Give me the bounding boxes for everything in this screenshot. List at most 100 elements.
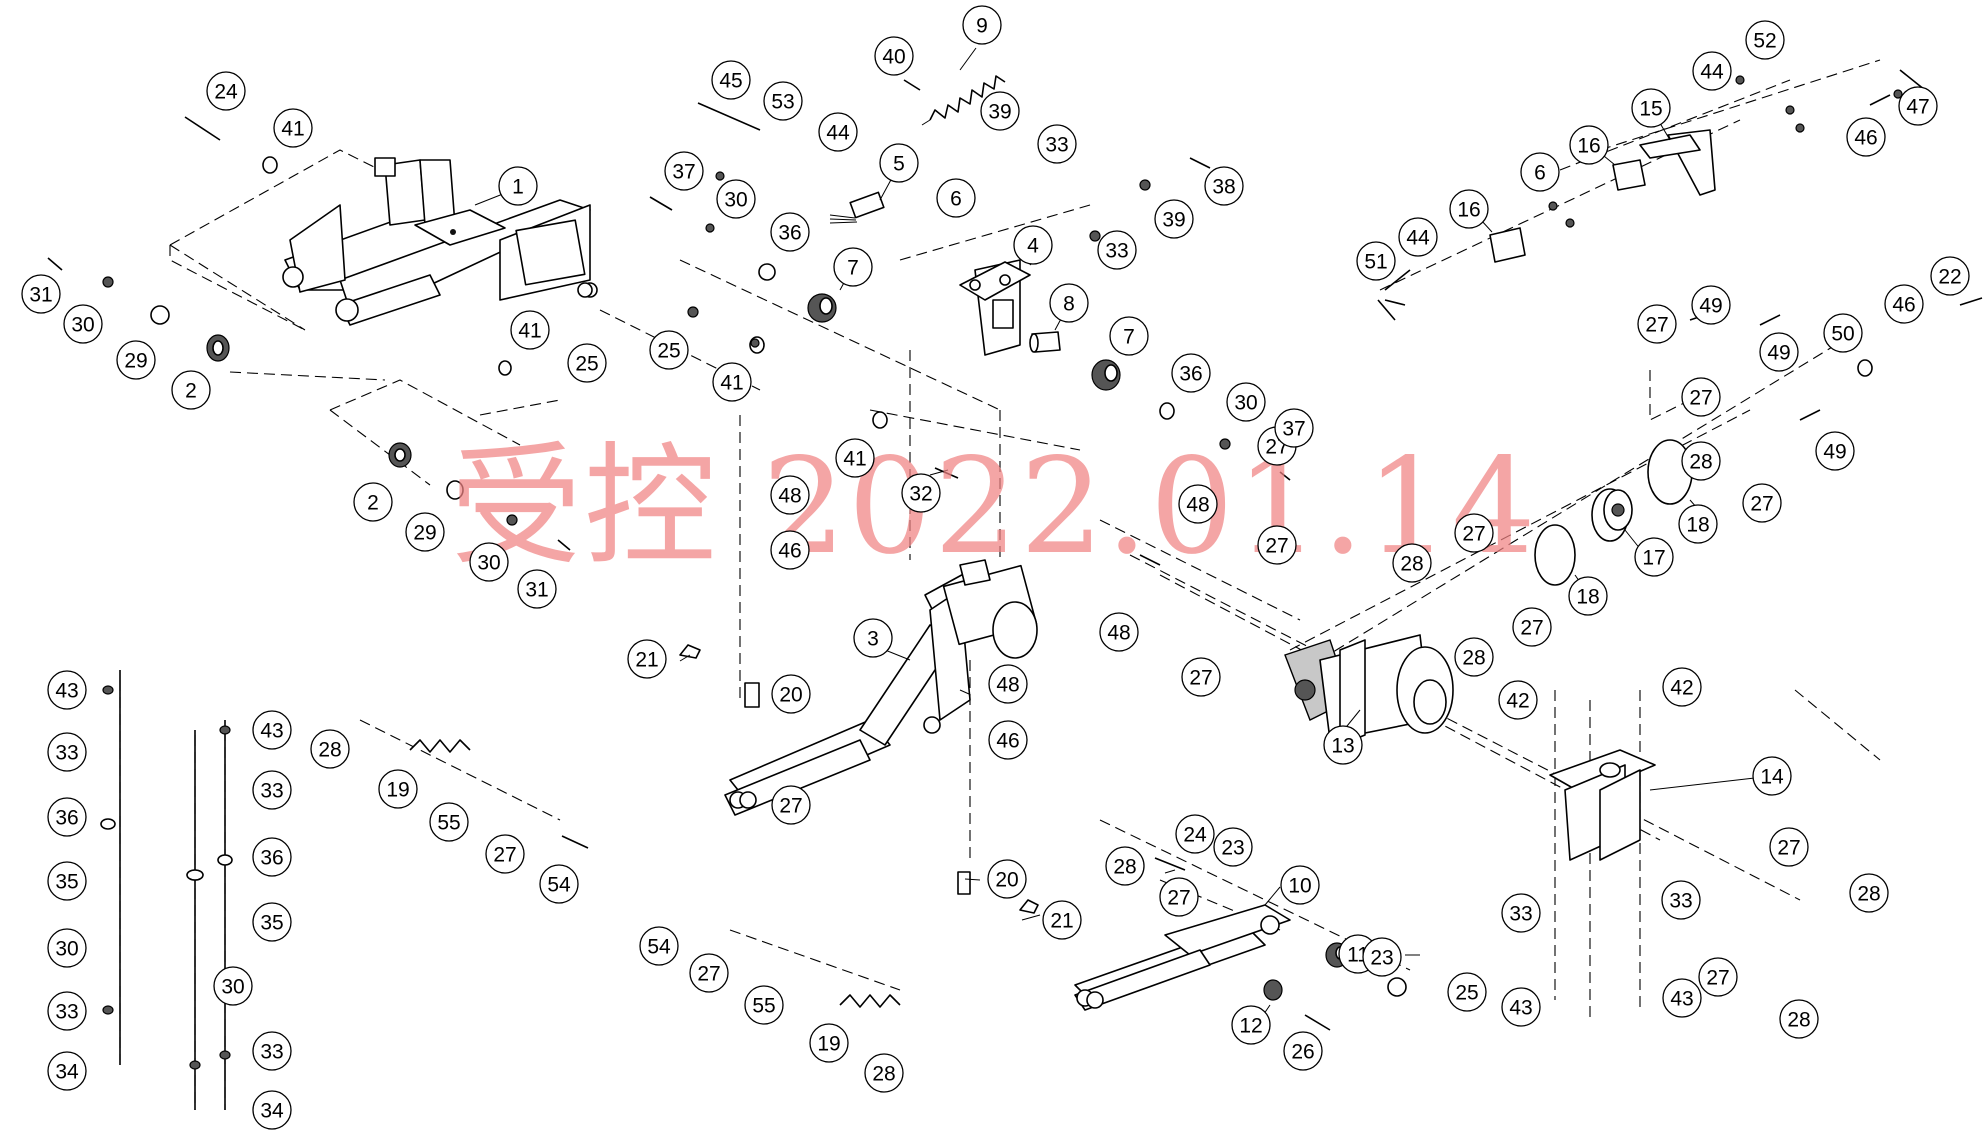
callout-circle bbox=[510, 310, 550, 350]
callout-7: 7 bbox=[833, 247, 873, 287]
callout-29-2: 29 bbox=[405, 512, 445, 552]
callout-label: 29 bbox=[413, 522, 436, 545]
callout-label: 47 bbox=[1906, 96, 1929, 119]
callout-circle bbox=[1231, 1005, 1271, 1045]
callout-circle bbox=[1661, 880, 1701, 920]
callout-25-3: 25 bbox=[1447, 972, 1487, 1012]
callout-label: 27 bbox=[1689, 387, 1712, 410]
callout-label: 25 bbox=[575, 353, 598, 376]
callout-circle bbox=[1823, 313, 1863, 353]
callout-label: 49 bbox=[1823, 441, 1846, 464]
callout-circle bbox=[1257, 525, 1297, 565]
callout-label: 36 bbox=[778, 222, 801, 245]
callout-37: 37 bbox=[664, 151, 704, 191]
callout-2: 2 bbox=[171, 370, 211, 410]
callout-label: 18 bbox=[1686, 514, 1709, 537]
callout-circle bbox=[987, 859, 1027, 899]
callout-circle bbox=[1398, 217, 1438, 257]
callout-circle bbox=[936, 178, 976, 218]
callout-28-6: 28 bbox=[1849, 873, 1889, 913]
callout-circle bbox=[1698, 957, 1738, 997]
callout-bubbles: 1223456677891011121314151616171818191920… bbox=[21, 5, 1970, 1130]
callout-label: 27 bbox=[1750, 493, 1773, 516]
callout-label: 33 bbox=[1045, 134, 1068, 157]
callout-label: 43 bbox=[1509, 997, 1532, 1020]
callout-36: 36 bbox=[770, 212, 810, 252]
callout-label: 28 bbox=[872, 1063, 895, 1086]
callout-label: 53 bbox=[771, 91, 794, 114]
callout-circle bbox=[1454, 637, 1494, 677]
callout-circle bbox=[1691, 285, 1731, 325]
callout-24: 24 bbox=[206, 71, 246, 111]
callout-circle bbox=[809, 1023, 849, 1063]
callout-circle bbox=[252, 710, 292, 750]
callout-circle bbox=[1013, 225, 1053, 265]
callout-41-4: 41 bbox=[835, 438, 875, 478]
callout-54-2: 54 bbox=[639, 926, 679, 966]
motor-part-13 bbox=[1284, 634, 1454, 746]
callout-circle bbox=[1759, 332, 1799, 372]
callout-31: 31 bbox=[21, 274, 61, 314]
callout-label: 27 bbox=[697, 963, 720, 986]
callout-31-2: 31 bbox=[517, 569, 557, 609]
callout-label: 7 bbox=[847, 257, 859, 280]
callout-circle bbox=[1884, 284, 1924, 324]
callout-38: 38 bbox=[1204, 166, 1244, 206]
callout-circle bbox=[429, 802, 469, 842]
callout-label: 19 bbox=[386, 779, 409, 802]
callout-8: 8 bbox=[1049, 283, 1089, 323]
bracket-part-15 bbox=[1639, 129, 1716, 196]
callout-label: 33 bbox=[55, 1001, 78, 1024]
callout-label: 39 bbox=[1162, 209, 1185, 232]
callout-circle bbox=[47, 861, 87, 901]
callout-49-3: 49 bbox=[1815, 431, 1855, 471]
callout-circle bbox=[1154, 199, 1194, 239]
callout-label: 25 bbox=[1455, 982, 1478, 1005]
callout-34-2: 34 bbox=[252, 1090, 292, 1130]
callout-circle bbox=[716, 179, 756, 219]
callout-29: 29 bbox=[116, 340, 156, 380]
callout-label: 36 bbox=[260, 847, 283, 870]
callout-circle bbox=[1362, 937, 1402, 977]
callout-label: 46 bbox=[1892, 294, 1915, 317]
callout-label: 15 bbox=[1639, 98, 1662, 121]
callout-circle bbox=[1678, 504, 1718, 544]
callout-39-2: 39 bbox=[1154, 199, 1194, 239]
mount-part-14 bbox=[1549, 749, 1656, 861]
callout-label: 45 bbox=[719, 70, 742, 93]
callout-37-2: 37 bbox=[1274, 408, 1314, 448]
callout-circle bbox=[539, 864, 579, 904]
callout-circle bbox=[689, 953, 729, 993]
callout-label: 5 bbox=[893, 153, 905, 176]
callout-28-2: 28 bbox=[1392, 543, 1432, 583]
callout-circle bbox=[63, 304, 103, 344]
callout-circle bbox=[47, 1051, 87, 1091]
callout-15: 15 bbox=[1631, 88, 1671, 128]
callout-43-2: 43 bbox=[252, 710, 292, 750]
callout-39: 39 bbox=[980, 91, 1020, 131]
flange-part-18 bbox=[1534, 439, 1693, 586]
callout-label: 41 bbox=[281, 118, 304, 141]
callout-label: 2 bbox=[185, 380, 197, 403]
callout-label: 55 bbox=[437, 812, 460, 835]
callout-label: 17 bbox=[1642, 547, 1665, 570]
callout-label: 24 bbox=[1183, 824, 1207, 847]
callout-33-3: 33 bbox=[47, 732, 87, 772]
callout-14: 14 bbox=[1752, 756, 1792, 796]
callout-label: 54 bbox=[547, 874, 571, 897]
callout-52: 52 bbox=[1745, 20, 1785, 60]
callout-circle bbox=[1178, 484, 1218, 524]
callout-circle bbox=[1280, 865, 1320, 905]
hardware-nuts bbox=[102, 75, 1915, 526]
callout-55: 55 bbox=[429, 802, 469, 842]
callout-label: 27 bbox=[1706, 967, 1729, 990]
callout-circle bbox=[206, 71, 246, 111]
callout-circle bbox=[1105, 846, 1145, 886]
callout-circle bbox=[252, 837, 292, 877]
callout-circle bbox=[874, 36, 914, 76]
callout-20: 20 bbox=[771, 674, 811, 714]
callout-label: 6 bbox=[950, 188, 962, 211]
callout-label: 23 bbox=[1370, 947, 1393, 970]
callout-label: 28 bbox=[1857, 883, 1880, 906]
